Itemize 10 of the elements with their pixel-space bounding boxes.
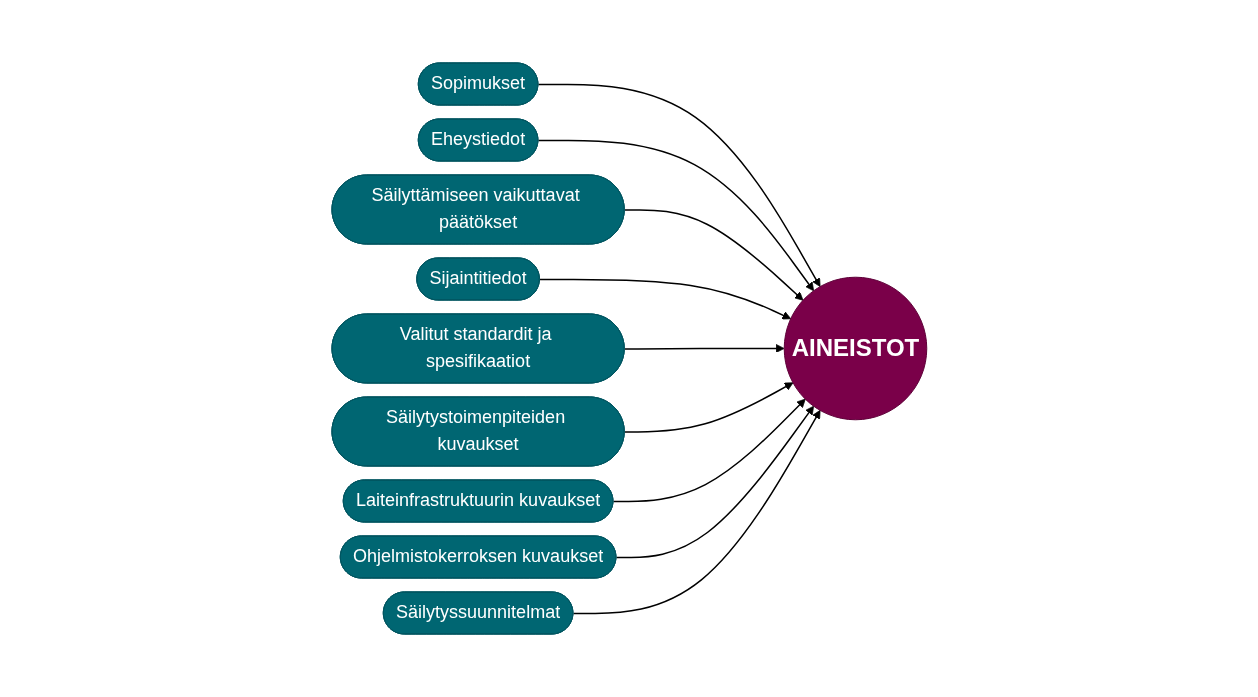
arrow	[615, 405, 814, 559]
arrow	[537, 83, 821, 287]
arrow	[623, 209, 803, 301]
arrow	[623, 382, 793, 433]
arrow	[612, 398, 806, 503]
arrow	[538, 278, 791, 320]
node-circle: AINEISTOT	[783, 276, 927, 421]
arrow	[623, 344, 785, 353]
arrow	[572, 409, 821, 615]
arrow	[537, 139, 814, 292]
